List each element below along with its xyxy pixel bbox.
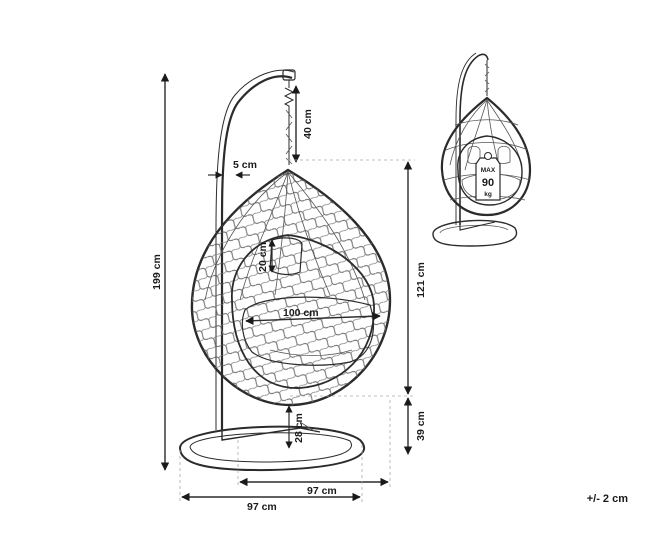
dim-total-height: 199 cm — [151, 254, 163, 290]
seat-opening — [231, 234, 375, 389]
seat-cushion — [241, 296, 374, 366]
dim-pole-gap: 5 cm — [233, 159, 257, 171]
main-chair-drawing — [178, 69, 392, 472]
badge-line3: kg — [484, 191, 492, 198]
dim-seat-clearance: 28 cm — [293, 413, 305, 443]
dim-basket-width: 100 cm — [283, 307, 319, 319]
dimension-lines: 199 cm 40 cm 5 cm 20 cm 100 cm 121 cm 39… — [151, 73, 427, 513]
stand-base — [178, 425, 366, 472]
small-chair-drawing: MAX 90 kg — [432, 52, 532, 247]
dim-chain: 40 cm — [302, 109, 314, 139]
badge-line1: MAX — [481, 167, 496, 174]
max-weight-badge: MAX 90 kg — [475, 152, 501, 201]
tolerance-note: +/- 2 cm — [586, 493, 628, 505]
dim-basket-height: 121 cm — [415, 262, 427, 298]
stand-pole — [220, 75, 293, 430]
dim-base-width: 97 cm — [247, 501, 277, 513]
badge-line2: 90 — [482, 177, 494, 189]
dim-bottom-gap: 39 cm — [415, 411, 427, 441]
dim-cushion-height: 20 cm — [257, 242, 269, 272]
dim-stand-reach: 97 cm — [307, 485, 337, 497]
